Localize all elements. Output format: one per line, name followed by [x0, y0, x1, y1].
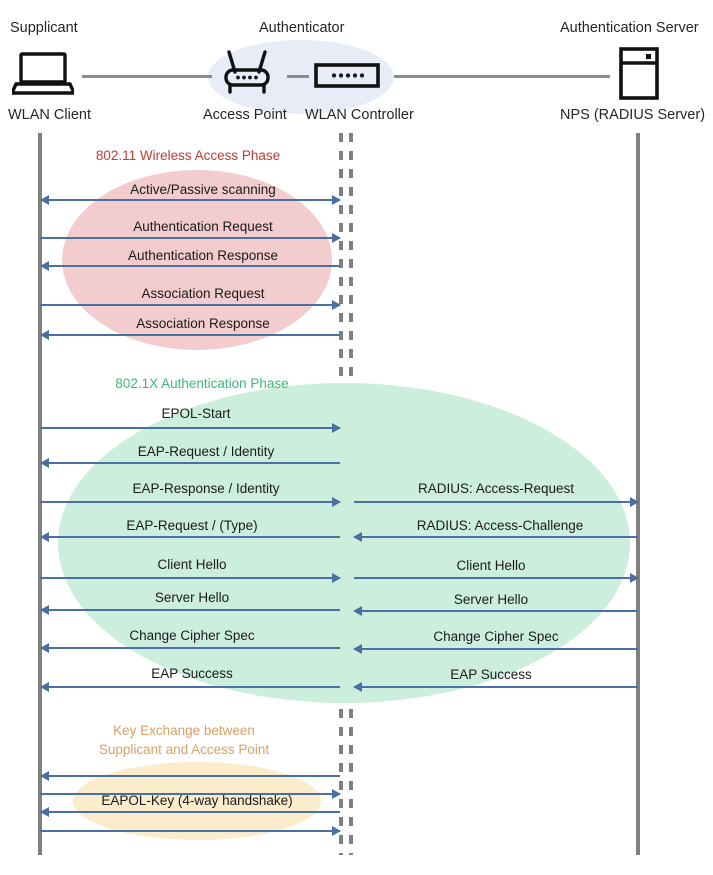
- phase-8021x-authentication-title: 802.1X Authentication Phase: [115, 376, 289, 391]
- message-label-active-passive-scanning: Active/Passive scanning: [130, 182, 276, 197]
- message-arrow-key-exchange-2: [40, 793, 340, 795]
- node-label-wlan-controller: WLAN Controller: [305, 107, 414, 123]
- message-arrow-change-cipher-spec-right: [358, 648, 638, 650]
- message-arrow-association-response: [42, 334, 340, 336]
- arrow-head-active-passive-scanning-right: [332, 195, 341, 205]
- message-label-client-hello-left: Client Hello: [157, 557, 227, 572]
- role-label-authentication-server: Authentication Server: [560, 20, 699, 36]
- arrow-head-server-hello-right: [353, 606, 362, 616]
- arrow-head-association-response: [40, 330, 49, 340]
- access-point-icon: [216, 48, 278, 96]
- connector-client-to-ap: [82, 75, 212, 78]
- arrow-head-active-passive-scanning-left: [40, 195, 49, 205]
- arrow-head-radius-access-request: [630, 497, 639, 507]
- message-arrow-key-exchange-3: [42, 811, 340, 813]
- message-label-eap-request-identity: EAP-Request / Identity: [137, 444, 275, 459]
- message-arrow-authentication-request: [40, 237, 340, 239]
- arrow-head-authentication-request: [332, 233, 341, 243]
- arrow-head-key-exchange-4: [332, 826, 341, 836]
- arrow-head-eap-success-left: [40, 682, 49, 692]
- lifeline-authentication-server: [636, 133, 640, 855]
- message-arrow-key-exchange-4: [40, 830, 340, 832]
- message-label-change-cipher-spec-left: Change Cipher Spec: [129, 628, 255, 643]
- arrow-head-eap-request-type: [40, 532, 49, 542]
- role-label-authenticator: Authenticator: [259, 20, 345, 36]
- connector-ap-to-controller: [287, 75, 309, 78]
- arrow-head-client-hello-left: [332, 573, 341, 583]
- message-arrow-client-hello-left: [40, 577, 340, 579]
- node-label-access-point: Access Point: [203, 107, 287, 123]
- arrow-head-authentication-response: [40, 261, 49, 271]
- message-arrow-eap-response-identity: [40, 501, 340, 503]
- message-arrow-key-exchange-1: [42, 775, 340, 777]
- message-label-server-hello-left: Server Hello: [154, 590, 230, 605]
- node-label-wlan-client: WLAN Client: [8, 107, 91, 123]
- lifeline-supplicant: [38, 133, 42, 855]
- arrow-head-eap-success-right: [353, 682, 362, 692]
- message-label-radius-access-challenge: RADIUS: Access-Challenge: [416, 518, 584, 533]
- message-label-epol-start: EPOL-Start: [161, 406, 231, 421]
- phase-key-exchange-title-line2: Supplicant and Access Point: [98, 742, 270, 757]
- message-arrow-association-request: [40, 304, 340, 306]
- arrow-head-association-request: [332, 300, 341, 310]
- arrow-head-eap-response-identity: [332, 497, 341, 507]
- arrow-head-key-exchange-1: [40, 771, 49, 781]
- message-label-radius-access-request: RADIUS: Access-Request: [417, 481, 575, 496]
- message-label-change-cipher-spec-right: Change Cipher Spec: [433, 629, 559, 644]
- message-arrow-authentication-response: [42, 265, 340, 267]
- message-arrow-server-hello-right: [358, 610, 638, 612]
- phase-key-exchange-title-line1: Key Exchange between: [113, 723, 255, 738]
- arrow-head-eap-request-identity: [40, 458, 49, 468]
- message-label-eapol-key-4-way-handshake: EAPOL-Key (4-way handshake): [101, 793, 293, 808]
- message-arrow-radius-access-challenge: [358, 536, 638, 538]
- node-label-nps-radius-server: NPS (RADIUS Server): [560, 107, 706, 123]
- laptop-icon: [10, 52, 76, 96]
- message-label-association-response: Association Response: [136, 316, 270, 331]
- message-label-eap-response-identity: EAP-Response / Identity: [132, 481, 280, 496]
- message-label-server-hello-right: Server Hello: [453, 592, 529, 607]
- message-arrow-radius-access-request: [354, 501, 638, 503]
- message-arrow-client-hello-right: [354, 577, 638, 579]
- message-label-eap-request-type: EAP-Request / (Type): [126, 518, 258, 533]
- arrow-head-key-exchange-3: [40, 807, 49, 817]
- arrow-head-change-cipher-spec-right: [353, 644, 362, 654]
- message-label-eap-success-left: EAP Success: [151, 666, 233, 681]
- message-arrow-change-cipher-spec-left: [42, 647, 340, 649]
- message-label-authentication-response: Authentication Response: [127, 248, 279, 263]
- message-arrow-epol-start: [40, 427, 340, 429]
- phase-wireless-access-title: 802.11 Wireless Access Phase: [95, 148, 281, 163]
- message-label-eap-success-right: EAP Success: [450, 667, 532, 682]
- message-arrow-eap-success-left: [42, 686, 340, 688]
- arrow-head-radius-access-challenge: [353, 532, 362, 542]
- message-arrow-eap-request-type: [42, 536, 340, 538]
- arrow-head-change-cipher-spec-left: [40, 643, 49, 653]
- message-label-client-hello-right: Client Hello: [456, 558, 526, 573]
- message-label-authentication-request: Authentication Request: [133, 219, 273, 234]
- message-arrow-active-passive-scanning: [42, 199, 340, 201]
- message-arrow-eap-success-right: [358, 686, 638, 688]
- arrow-head-key-exchange-2: [332, 789, 341, 799]
- arrow-head-epol-start: [332, 423, 341, 433]
- wlan-controller-icon: [314, 62, 380, 90]
- arrow-head-server-hello-left: [40, 605, 49, 615]
- role-label-supplicant: Supplicant: [10, 20, 78, 36]
- message-arrow-server-hello-left: [42, 609, 340, 611]
- message-label-association-request: Association Request: [141, 286, 265, 301]
- server-icon: [618, 47, 660, 100]
- connector-controller-to-server: [394, 75, 610, 78]
- phase-8021x-authentication-ellipse: [58, 383, 630, 703]
- arrow-head-client-hello-right: [630, 573, 639, 583]
- message-arrow-eap-request-identity: [42, 462, 340, 464]
